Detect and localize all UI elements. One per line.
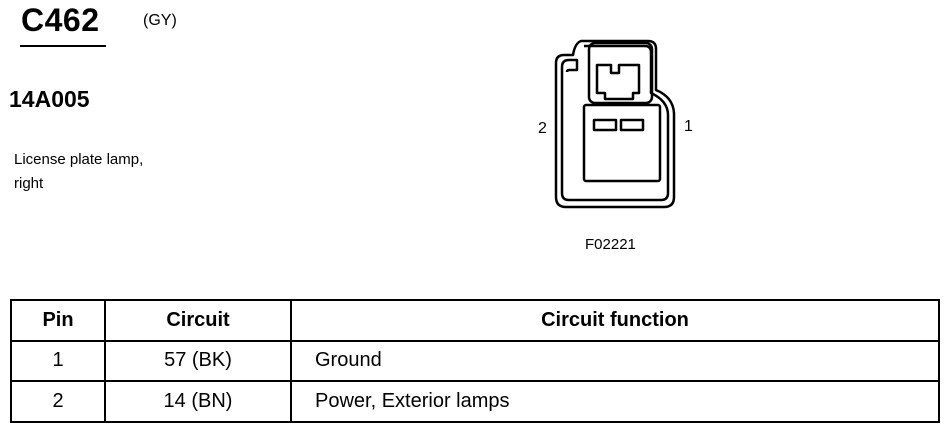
- header-circuit-function: Circuit function: [290, 299, 940, 342]
- cell-function: Power, Exterior lamps: [290, 380, 940, 423]
- connector-face-diagram: [554, 39, 676, 209]
- cell-circuit: 57 (BK): [104, 339, 292, 383]
- cell-pin: 2: [10, 380, 106, 423]
- connector-id-underline: [20, 45, 106, 47]
- component-description-line-1: License plate lamp,: [14, 151, 144, 168]
- cell-function: Ground: [290, 339, 940, 383]
- connector-terminal-block: [582, 103, 662, 183]
- table-header-row: Pin Circuit Circuit function: [10, 299, 940, 342]
- connector-lock-tab: [595, 63, 641, 101]
- connector-outer-shell: [554, 39, 676, 209]
- pin-table: Pin Circuit Circuit function 1 57 (BK) G…: [10, 299, 940, 423]
- cell-pin: 1: [10, 339, 106, 383]
- connector-latch-housing: [587, 41, 654, 105]
- header-pin: Pin: [10, 299, 106, 342]
- connector-color-code: (GY): [143, 12, 177, 29]
- terminal-cavity-1: [619, 118, 645, 132]
- figure-code: F02221: [585, 236, 636, 253]
- cell-circuit: 14 (BN): [104, 380, 292, 423]
- header-circuit: Circuit: [104, 299, 292, 342]
- component-description-line-2: right: [14, 175, 44, 192]
- part-number: 14A005: [9, 86, 90, 112]
- pin-2-label: 2: [538, 120, 547, 137]
- table-row: 2 14 (BN) Power, Exterior lamps: [10, 380, 940, 423]
- terminal-cavity-2: [592, 118, 618, 132]
- connector-id: C462: [21, 2, 100, 38]
- table-row: 1 57 (BK) Ground: [10, 339, 940, 383]
- pin-1-label: 1: [684, 118, 693, 135]
